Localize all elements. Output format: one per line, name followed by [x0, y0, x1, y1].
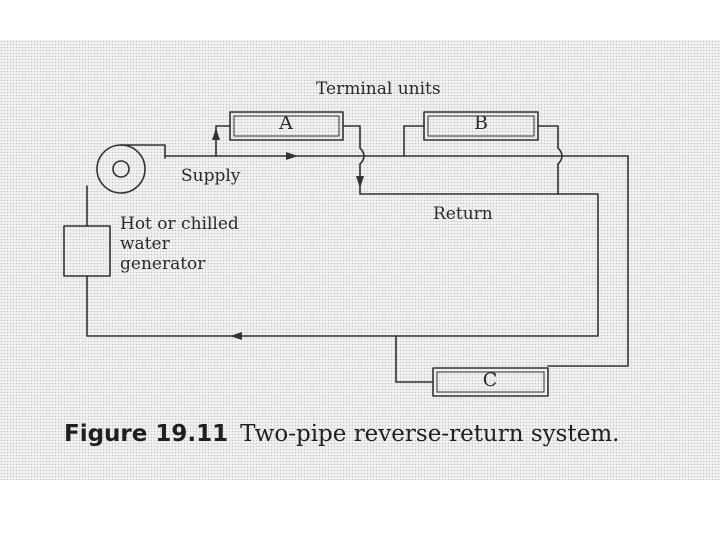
main-return-pipe: [86, 174, 599, 337]
unit-a-up-arrow-icon: [212, 128, 220, 140]
unit-c-branch-pipe: [395, 335, 434, 383]
supply-label: Supply: [181, 166, 241, 186]
unit-b-return-drop: [537, 125, 563, 195]
figure-caption: Figure 19.11 Two-pipe reverse-return syst…: [64, 421, 619, 447]
return-down-arrow-icon: [356, 176, 364, 188]
return-label: Return: [433, 204, 493, 224]
return-flow-arrow-icon: [230, 332, 242, 340]
unit-a-return-drop: [342, 125, 365, 176]
unit-b-supply-riser: [403, 125, 425, 157]
terminal-units-title: Terminal units: [316, 79, 441, 99]
figure-caption-text: Two-pipe reverse-return system.: [240, 421, 620, 447]
pump-icon: [96, 144, 166, 194]
unit-a-supply-riser: [215, 125, 231, 157]
unit-b-label: B: [474, 112, 488, 134]
figure-number: Figure 19.11: [64, 421, 229, 447]
terminal-unit-a: [229, 111, 344, 141]
unit-a-label: A: [279, 112, 293, 134]
water-generator-box: [63, 225, 111, 277]
generator-label: Hot or chilled water generator: [120, 214, 239, 274]
unit-c-label: C: [482, 369, 498, 391]
scanned-figure-background: [0, 40, 720, 480]
terminal-unit-b: [423, 111, 539, 141]
supply-flow-arrow-icon: [286, 152, 298, 160]
terminal-unit-c: [432, 367, 549, 397]
supply-pipe: [164, 155, 629, 367]
